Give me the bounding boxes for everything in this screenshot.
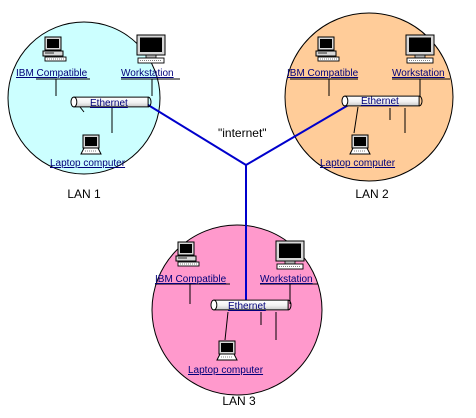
lan3-laptop-label[interactable]: Laptop computer <box>188 365 264 376</box>
laptop-icon <box>216 340 238 361</box>
lan-3: IBM Compatible Workstation Ethernet Lapt… <box>155 240 318 376</box>
lan2-ethernet-label[interactable]: Ethernet <box>361 96 399 107</box>
lan-2-title: LAN 2 <box>355 187 389 201</box>
laptop-icon <box>349 134 371 155</box>
lan2-ibm-label[interactable]: IBM Compatible <box>287 68 359 79</box>
lan-1-title: LAN 1 <box>67 187 101 201</box>
lan3-ibm-label[interactable]: IBM Compatible <box>155 274 227 285</box>
workstation-icon <box>275 240 305 270</box>
lan1-ethernet-label[interactable]: Ethernet <box>90 98 128 109</box>
lan2-workstation-label[interactable]: Workstation <box>392 68 445 79</box>
lan3-ethernet-label[interactable]: Ethernet <box>228 301 266 312</box>
lan-2: IBM Compatible Workstation Ethernet Lapt… <box>287 34 450 169</box>
lan3-workstation-label[interactable]: Workstation <box>260 274 313 285</box>
lan-3-title: LAN 3 <box>222 394 256 408</box>
wan-link-lan2 <box>245 99 358 166</box>
internet-links <box>139 99 358 304</box>
lan-1: IBM Compatible Workstation Ethernet Lapt… <box>16 34 180 169</box>
lan2-laptop-label[interactable]: Laptop computer <box>320 158 396 169</box>
internet-label: "internet" <box>218 126 267 140</box>
workstation-icon <box>405 34 435 64</box>
workstation-icon <box>136 34 166 64</box>
lan1-ibm-label[interactable]: IBM Compatible <box>16 68 88 79</box>
laptop-icon <box>80 134 102 155</box>
lan1-laptop-label[interactable]: Laptop computer <box>50 158 126 169</box>
lan1-workstation-label[interactable]: Workstation <box>121 68 174 79</box>
wan-link-lan1 <box>139 99 247 166</box>
